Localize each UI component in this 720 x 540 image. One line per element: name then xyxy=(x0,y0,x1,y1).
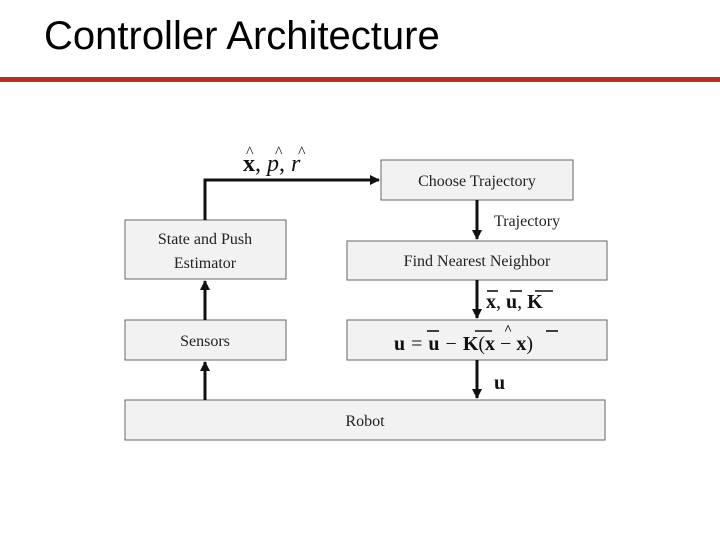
state-estimator-label-line1: State and Push xyxy=(158,231,252,248)
svg-text:x, p, r: x, p, r xyxy=(243,151,301,177)
svg-text:^: ^ xyxy=(504,323,512,338)
state-estimator-label-line2: Estimator xyxy=(174,255,237,272)
state-estimate-label: x, p, r ^ ^ ^ xyxy=(243,144,306,177)
svg-text:^: ^ xyxy=(298,144,306,161)
trajectory-signal-label: Trajectory xyxy=(494,213,560,230)
control-law-formula: u=u−K(x−x) ^ xyxy=(394,323,558,355)
svg-text:^: ^ xyxy=(275,144,283,161)
find-nearest-neighbor-label: Find Nearest Neighbor xyxy=(404,253,551,270)
robot-label: Robot xyxy=(345,413,385,430)
nominal-trajectory-label: x, u, K xyxy=(486,290,553,313)
control-law-box xyxy=(346,319,608,361)
svg-text:^: ^ xyxy=(246,144,254,161)
choose-trajectory-box xyxy=(380,159,574,201)
control-signal-label: u xyxy=(494,372,505,394)
sensors-label: Sensors xyxy=(180,333,230,350)
svg-text:u=u−K(x−x): u=u−K(x−x) xyxy=(394,333,533,355)
robot-box xyxy=(124,399,606,441)
find-nearest-neighbor-box xyxy=(346,240,608,281)
state-push-estimator-box xyxy=(124,219,287,280)
svg-text:x, u, K: x, u, K xyxy=(486,291,543,313)
title-rule xyxy=(0,77,720,82)
choose-trajectory-label: Choose Trajectory xyxy=(418,173,536,190)
estimator-to-choose-trajectory-arrow xyxy=(203,175,380,220)
slide-title: Controller Architecture xyxy=(44,14,440,58)
